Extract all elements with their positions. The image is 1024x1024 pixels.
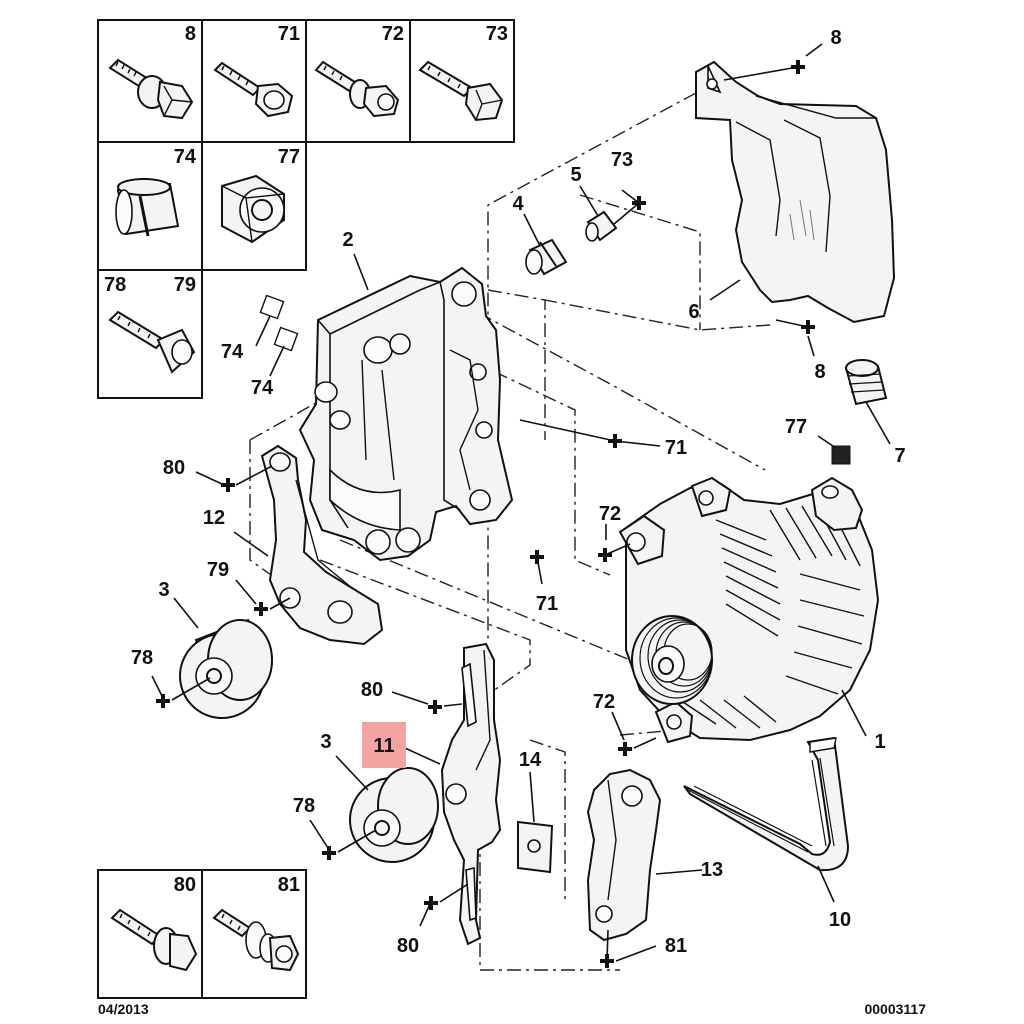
part-11-tensioner-arm [440,642,502,946]
part-5-sleeve [585,210,618,242]
part-3-idler-pulley-lower [349,767,439,863]
legend-label-8: 8 [185,23,196,45]
part-7-terminal-cap [844,359,888,406]
flange-bolt-icon [108,58,194,120]
callout-79: 79 [207,559,229,581]
callout-74-upper: 74 [221,341,244,363]
legend-cell-71 [201,19,307,143]
part-3-idler-pulley-upper [179,618,274,719]
legend-label-71: 71 [278,23,300,45]
torx-bolt-icon [213,61,294,118]
callout-11: 11 [373,735,394,757]
socket-head-bolt-icon [108,310,196,374]
lock-nut-icon [221,174,285,244]
split-bushing-icon [115,178,180,237]
callout-leader-lines [151,43,891,962]
part-13-mount-bracket [586,768,662,942]
callout-71-lower: 71 [536,593,558,615]
callout-73: 73 [611,149,633,171]
callout-5: 5 [570,164,581,186]
callout-14: 14 [519,749,542,771]
part-10-poly-v-belt [683,736,850,872]
callout-8-top: 8 [830,27,841,49]
hex-bolt-icon [418,60,504,122]
callout-6: 6 [688,301,699,323]
part-1-alternator [618,476,880,744]
callout-10: 10 [829,909,851,931]
legend-label-72: 72 [382,23,404,45]
fastener-legend-grid: 8 71 72 73 74 77 78 79 [97,19,515,399]
callout-80-upper: 80 [163,457,185,479]
footer-date: 04/2013 [98,1001,149,1017]
callout-labels: 8 73 5 4 2 6 8 74 74 77 7 80 71 12 72 79… [131,27,906,957]
footer-code: 00003117 [864,1001,926,1017]
callout-72-lower: 72 [593,691,615,713]
legend-label-77: 77 [278,146,300,168]
callout-3-upper: 3 [158,579,169,601]
callout-78-lower: 78 [293,795,315,817]
part-2-support-bracket [298,266,514,562]
part-14-plate [517,820,554,874]
callout-3-lower: 3 [320,731,331,753]
legend-label-74: 74 [174,146,197,168]
part-12-idler-arm [260,444,384,646]
shouldered-bolt-icon [314,60,400,118]
callout-80-lower: 80 [397,935,419,957]
part-6-heat-shield [695,60,896,324]
legend-label-79: 79 [174,274,196,296]
callout-2: 2 [342,229,353,251]
legend-label-81: 81 [278,874,300,896]
flange-bolt-80-icon [110,908,198,972]
callout-77: 77 [785,416,807,438]
highlight-part-11 [362,722,406,768]
legend-label-80: 80 [174,874,196,896]
callout-81: 81 [665,935,687,957]
callout-80-mid: 80 [361,679,383,701]
callout-7: 7 [894,445,905,467]
part-77-nut [831,445,851,465]
fastener-legend-bottom: 80 81 [97,869,307,999]
callout-72-upper: 72 [599,503,621,525]
legend-label-73: 73 [486,23,508,45]
callout-12: 12 [203,507,225,529]
part-4-bushing [525,238,568,276]
callout-4: 4 [512,193,524,215]
callout-13: 13 [701,859,723,881]
legend-label-78: 78 [104,274,126,296]
callout-74-lower: 74 [251,377,274,399]
bolt-washer-81-icon [212,908,300,972]
callout-71-right: 71 [665,437,687,459]
callout-1: 1 [874,731,885,753]
callout-78-upper: 78 [131,647,153,669]
callout-8-mid: 8 [814,361,825,383]
